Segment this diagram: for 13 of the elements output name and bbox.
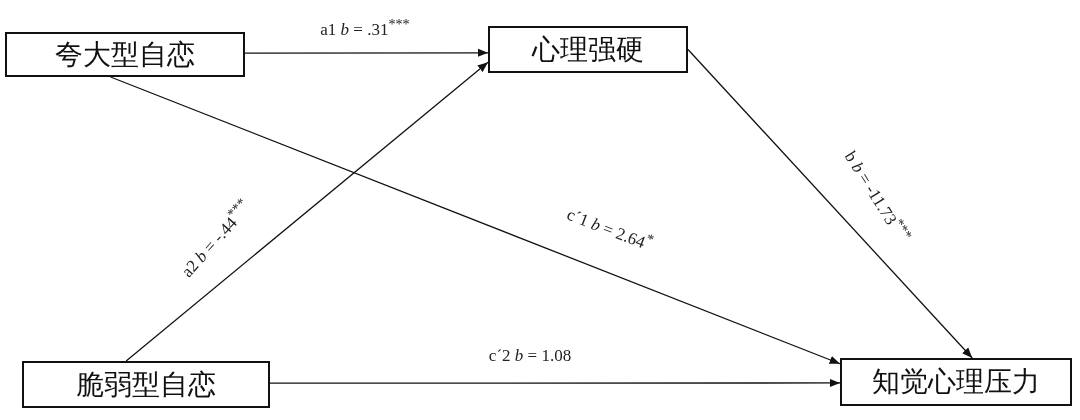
arrow	[269, 378, 841, 388]
arrow	[244, 48, 489, 57]
arrow	[109, 76, 841, 365]
variable-box	[22, 361, 270, 408]
variable-box	[488, 26, 688, 73]
node-label: 夸大型自恋	[55, 36, 195, 73]
node-label: 心理强硬	[532, 31, 644, 68]
arrow	[125, 61, 489, 362]
node-label: 知觉心理压力	[872, 364, 1040, 400]
arrow	[687, 48, 973, 359]
variable-box	[5, 32, 245, 77]
variable-box	[840, 358, 1072, 406]
node-label: 脆弱型自恋	[76, 366, 216, 403]
